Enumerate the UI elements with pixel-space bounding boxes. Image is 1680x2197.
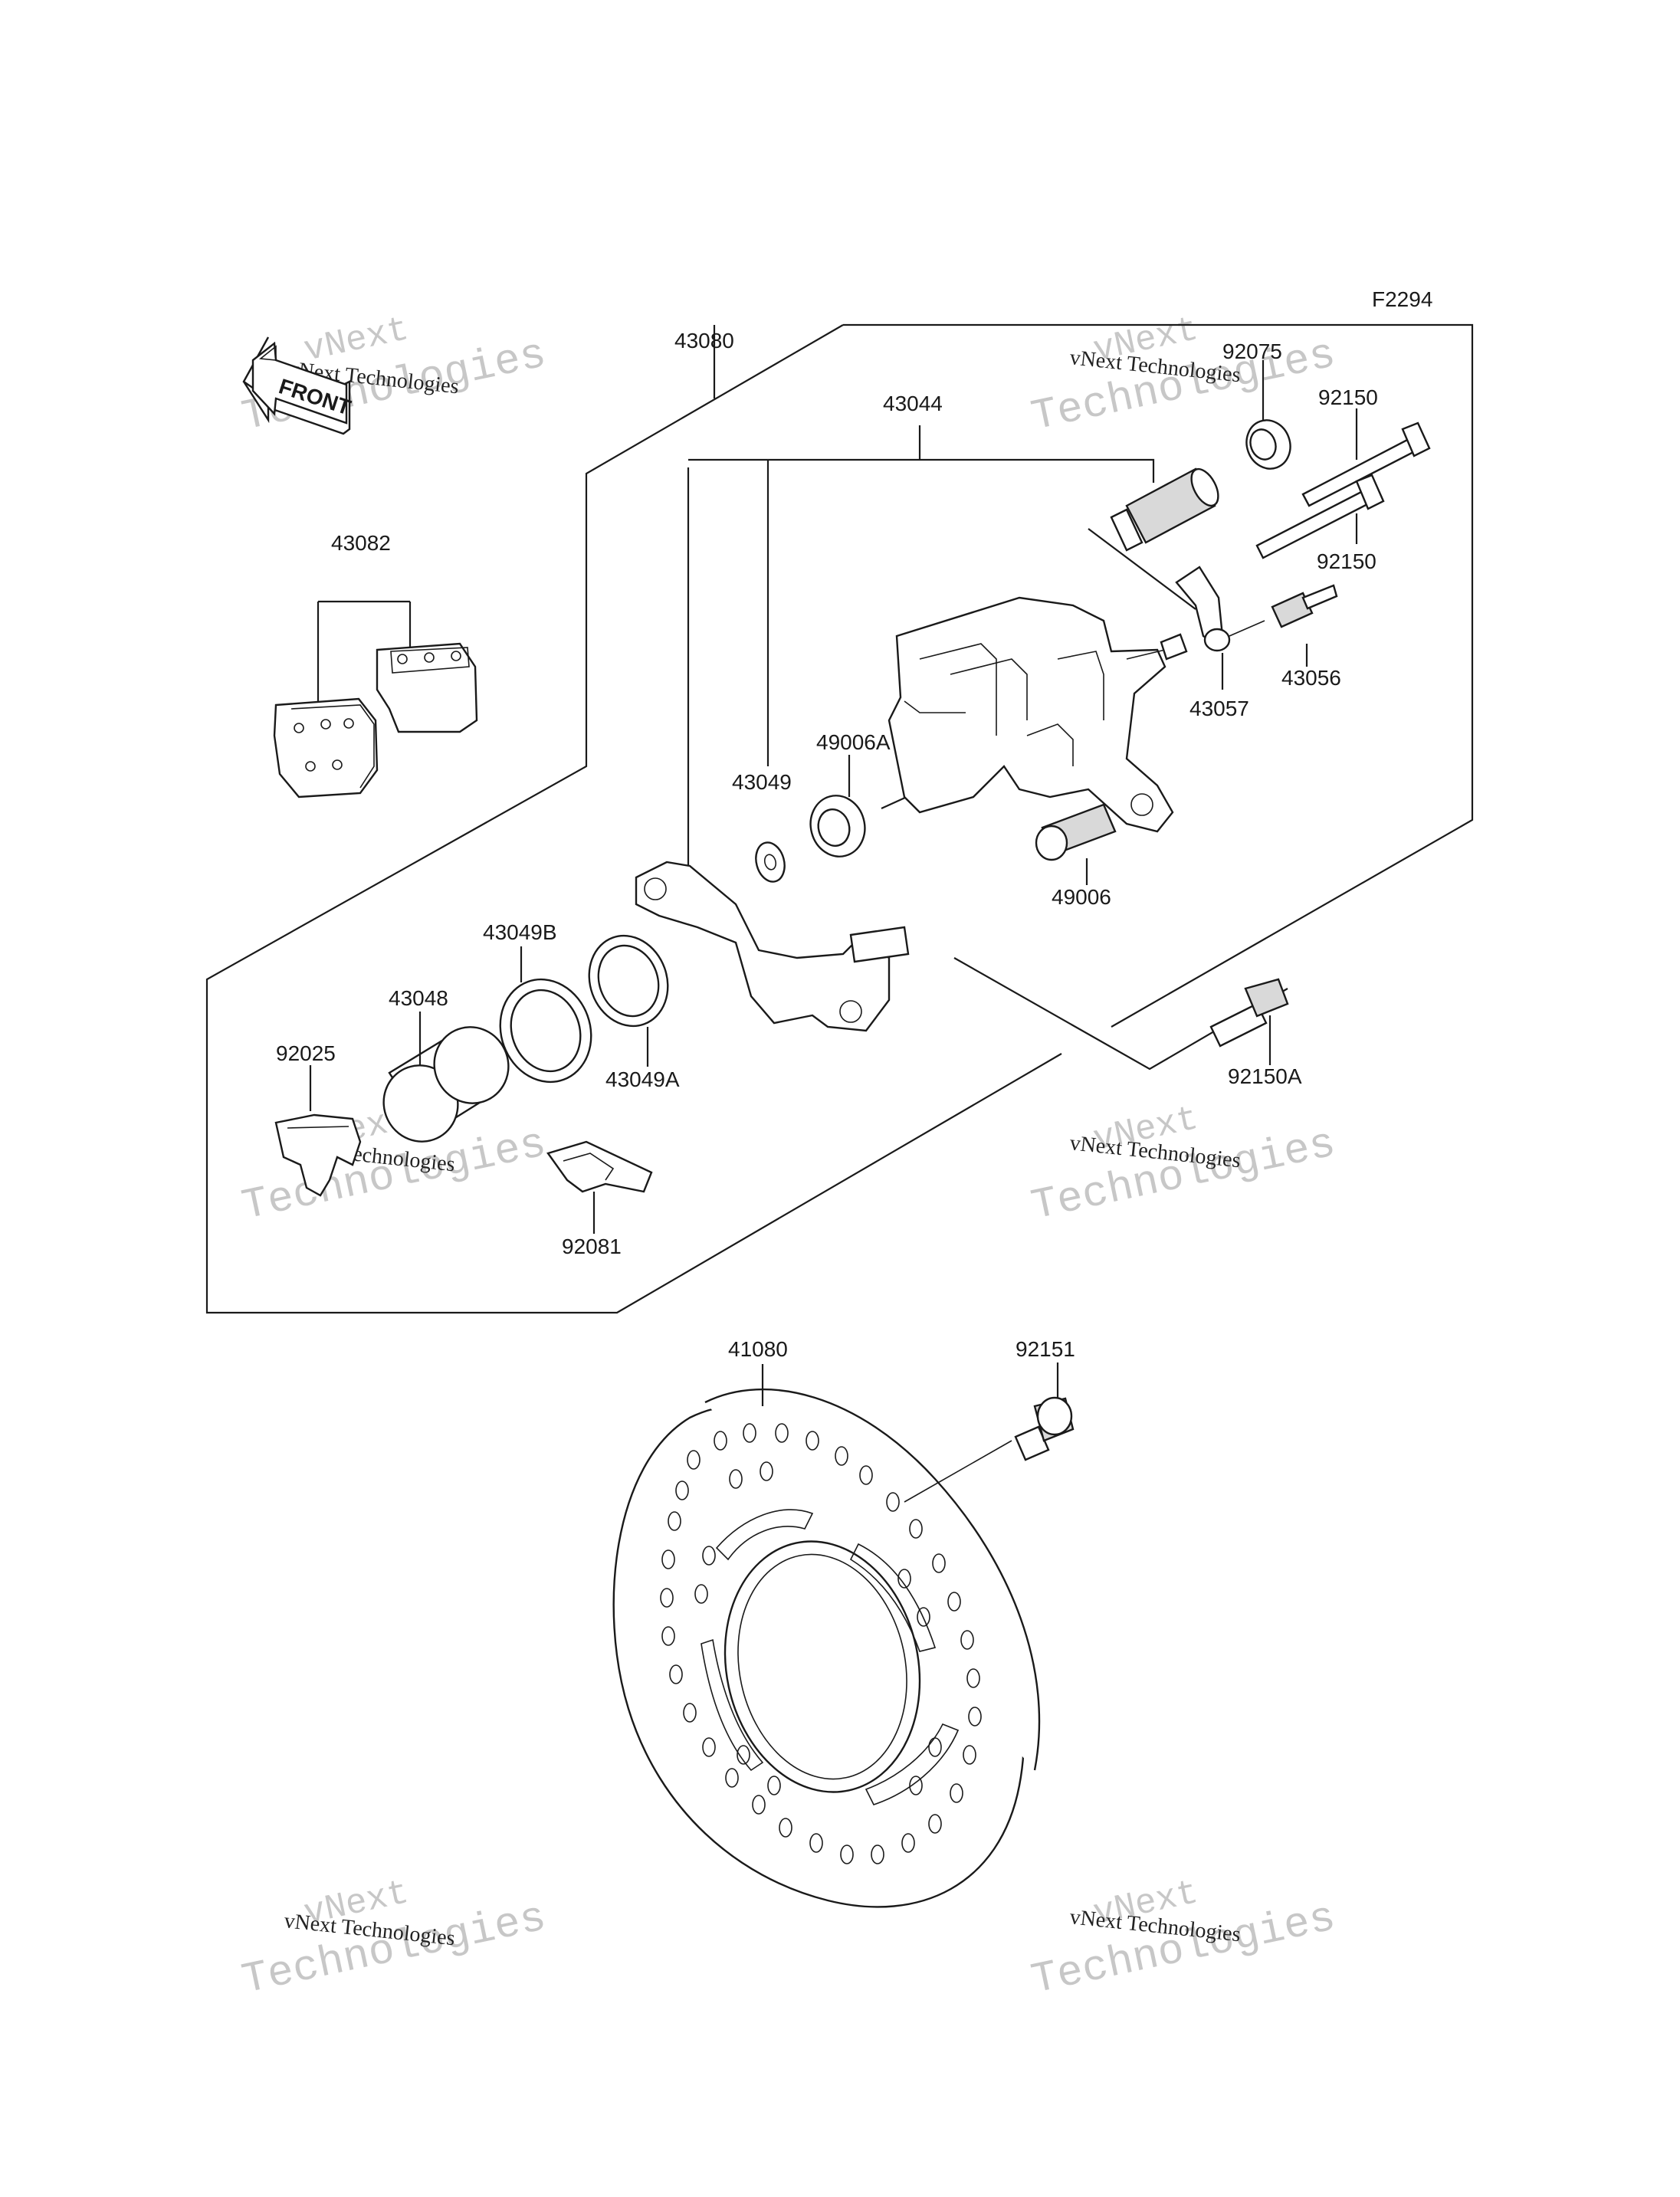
label-43082: 43082 xyxy=(331,531,391,555)
assembly-frame-43080 xyxy=(205,323,1474,1314)
washer-43057 xyxy=(1160,566,1265,690)
label-43057: 43057 xyxy=(1189,697,1249,720)
bolt-92150a xyxy=(1209,978,1289,1065)
pin-92150-upper xyxy=(1301,408,1431,507)
label-92075: 92075 xyxy=(1222,339,1282,363)
spring-92081 xyxy=(546,1140,653,1234)
watermark-mid-right: vNext Technologies vNext Technologies xyxy=(1027,1099,1340,1231)
label-43080: 43080 xyxy=(674,329,734,353)
slide-pin-boot xyxy=(1110,467,1219,552)
caliper-bracket xyxy=(635,861,910,1032)
brake-disc-41080 xyxy=(612,1364,1041,1908)
label-92081: 92081 xyxy=(562,1235,622,1258)
label-92150-upper: 92150 xyxy=(1318,385,1378,409)
bolt-92151 xyxy=(1014,1362,1075,1461)
label-43049a: 43049A xyxy=(605,1067,680,1091)
seal-49006a xyxy=(809,755,866,857)
brake-pads xyxy=(273,600,478,798)
caliper-body xyxy=(888,596,1174,833)
bolt-49006 xyxy=(1035,803,1117,885)
label-92150-lower: 92150 xyxy=(1317,549,1376,573)
watermark-top-right: vNext Technologies vNext Technologies xyxy=(1027,310,1340,441)
pin-92150-lower xyxy=(1255,474,1385,559)
ring-43049a xyxy=(588,934,669,1067)
watermark-bottom-left: vNext Technologies vNext Technologies xyxy=(238,1873,550,2005)
piston-43048 xyxy=(382,1012,510,1143)
ring-43049b xyxy=(499,946,592,1084)
label-49006: 49006 xyxy=(1052,885,1111,909)
seal-92075 xyxy=(1245,360,1291,470)
label-43044: 43044 xyxy=(883,392,943,415)
label-92025: 92025 xyxy=(276,1041,336,1065)
bleeder-43056 xyxy=(1271,584,1338,667)
washer-43049 xyxy=(755,841,786,883)
label-43048: 43048 xyxy=(389,986,448,1010)
clip-92025 xyxy=(274,1065,362,1197)
label-49006a: 49006A xyxy=(816,730,891,754)
figure-code: F2294 xyxy=(1372,287,1432,311)
label-92151: 92151 xyxy=(1016,1337,1075,1361)
label-43049: 43049 xyxy=(732,770,792,794)
label-92150a: 92150A xyxy=(1228,1064,1302,1088)
label-43049b: 43049B xyxy=(483,920,557,944)
watermark-bottom-right: vNext Technologies vNext Technologies xyxy=(1027,1873,1340,2005)
label-41080: 41080 xyxy=(728,1337,788,1361)
label-43056: 43056 xyxy=(1281,666,1341,690)
